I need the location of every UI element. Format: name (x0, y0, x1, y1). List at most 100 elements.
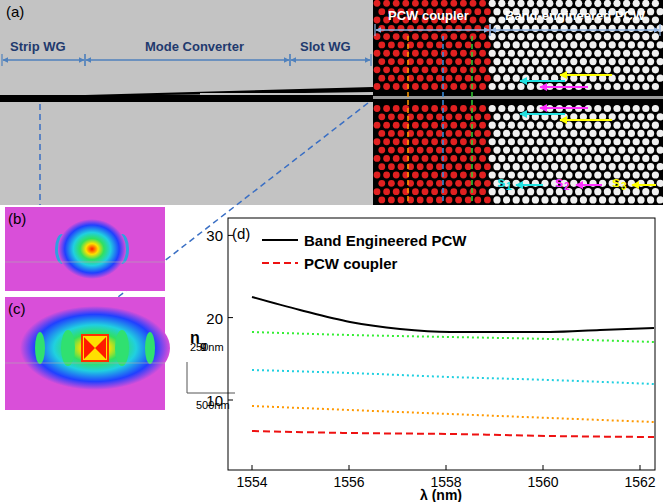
figure-label: Slot WG (300, 40, 351, 53)
hole (479, 138, 486, 145)
hole (493, 130, 500, 137)
hole (498, 155, 505, 162)
hole (546, 122, 553, 129)
hole (609, 130, 616, 137)
hole (393, 0, 400, 7)
hole (546, 138, 553, 145)
hole (470, 172, 477, 179)
hole (508, 138, 515, 145)
hole (527, 138, 534, 145)
hole (493, 8, 500, 15)
hole (556, 33, 563, 40)
hole (446, 42, 453, 49)
hole (633, 0, 640, 7)
hole (393, 172, 400, 179)
hole (637, 146, 644, 153)
hole (628, 41, 635, 48)
legend-text: Band Engineered PCW (304, 233, 467, 248)
hole (398, 163, 405, 170)
hole (493, 25, 500, 32)
hole (517, 33, 524, 40)
hole (570, 41, 577, 48)
hole (374, 83, 381, 90)
hole (378, 42, 385, 49)
hole (618, 41, 625, 48)
hole (465, 42, 472, 49)
hole (508, 122, 515, 129)
hole (460, 155, 467, 162)
hole (623, 171, 630, 178)
hole (484, 180, 491, 187)
converter-rail (85, 87, 373, 96)
hole (647, 8, 654, 15)
hole (479, 122, 486, 129)
hole (484, 8, 491, 15)
hole (642, 138, 649, 145)
hole (541, 163, 548, 170)
hole (623, 155, 630, 162)
hole (393, 138, 400, 145)
hole (465, 147, 472, 154)
hole (398, 75, 405, 82)
hole (374, 66, 381, 73)
hole (628, 196, 635, 203)
hole (585, 66, 592, 73)
hole (642, 188, 649, 195)
hole (628, 146, 635, 153)
hole (652, 122, 659, 129)
hole (450, 155, 457, 162)
hole (441, 33, 448, 40)
hole (460, 105, 467, 112)
hole (561, 25, 568, 32)
hole (623, 50, 630, 57)
hole (426, 113, 433, 120)
hole (527, 188, 534, 195)
hole (503, 130, 510, 137)
hole (450, 83, 457, 90)
hole (498, 83, 505, 90)
hole (383, 172, 390, 179)
hole (378, 130, 385, 137)
hole (546, 33, 553, 40)
hole (532, 146, 539, 153)
hole (589, 163, 596, 170)
mode-profile (58, 219, 126, 279)
hole (508, 83, 515, 90)
hole (426, 58, 433, 65)
hole (465, 58, 472, 65)
hole (431, 50, 438, 57)
hole (383, 66, 390, 73)
hole (498, 33, 505, 40)
hole (383, 188, 390, 195)
hole (570, 146, 577, 153)
hole (532, 130, 539, 137)
hole (637, 41, 644, 48)
hole (570, 130, 577, 137)
hole (450, 0, 457, 7)
hole (393, 33, 400, 40)
hole (493, 163, 500, 170)
hole (618, 130, 625, 137)
hole (474, 75, 481, 82)
hole (417, 147, 424, 154)
hole (637, 75, 644, 82)
figure-label: s (612, 174, 620, 189)
hole (489, 122, 496, 129)
hole (388, 130, 395, 137)
hole (470, 138, 477, 145)
hole (618, 163, 625, 170)
passive-background (0, 0, 373, 205)
hole (417, 163, 424, 170)
slot-field (82, 335, 108, 361)
hole (652, 16, 659, 23)
hole (508, 50, 515, 57)
hole (652, 0, 659, 7)
hole (426, 130, 433, 137)
dimension-tick (489, 24, 490, 36)
hole (426, 75, 433, 82)
hole (441, 105, 448, 112)
hole (599, 146, 606, 153)
hole (498, 138, 505, 145)
hole (623, 0, 630, 7)
hole (652, 171, 659, 178)
